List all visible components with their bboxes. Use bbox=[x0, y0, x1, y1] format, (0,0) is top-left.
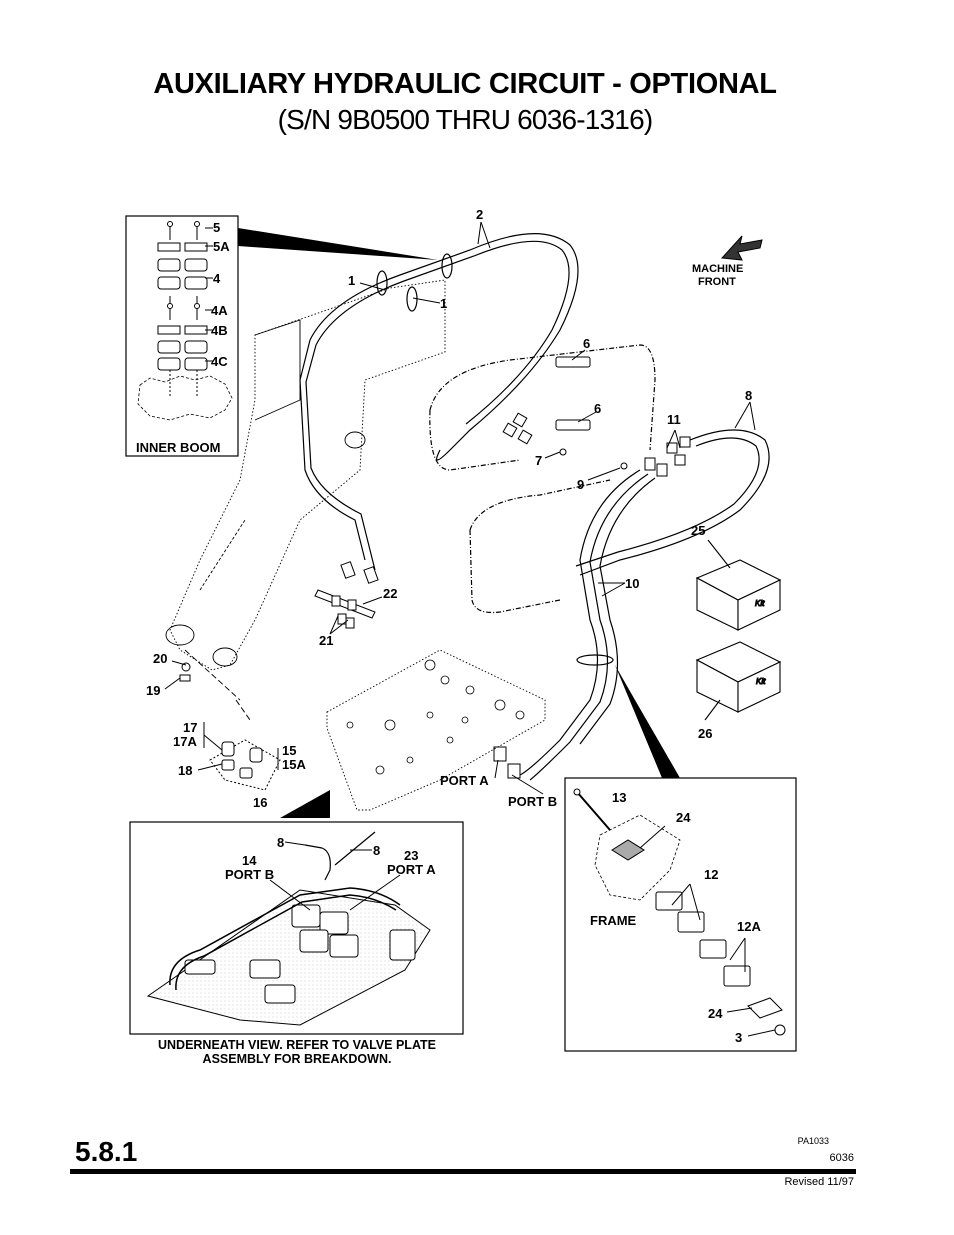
callout-24: 24 bbox=[676, 810, 691, 825]
callout-17a: 17A bbox=[173, 734, 197, 749]
callout-5: 5 bbox=[213, 220, 220, 235]
underneath-view-detail bbox=[129, 821, 464, 1035]
callout-12a: 12A bbox=[737, 919, 761, 934]
callout-6-second: 6 bbox=[594, 401, 601, 416]
page-subtitle: (S/N 9B0500 THRU 6036-1316) bbox=[277, 104, 654, 135]
port-b-detail-label: PORT B bbox=[225, 867, 274, 882]
callout-23: 23 bbox=[404, 848, 418, 863]
hose-8-10 bbox=[429, 344, 770, 781]
machine-front-label: MACHINE bbox=[692, 263, 743, 275]
frame-detail: FRAME bbox=[564, 665, 797, 1052]
figure-reference: PA1033 bbox=[797, 1136, 829, 1146]
hose-fittings bbox=[340, 356, 691, 779]
callout-13: 13 bbox=[612, 790, 626, 805]
callout-1: 1 bbox=[348, 273, 355, 288]
callout-11: 11 bbox=[667, 412, 681, 427]
callout-8: 8 bbox=[745, 388, 752, 403]
callout-26: 26 bbox=[698, 726, 712, 741]
callout-15a: 15A bbox=[282, 757, 306, 772]
page-title: AUXILIARY HYDRAULIC CIRCUIT - OPTIONAL bbox=[153, 68, 777, 100]
callout-4a: 4A bbox=[211, 303, 228, 318]
underneath-view-note: UNDERNEATH VIEW. REFER TO VALVE PLATE AS… bbox=[130, 1038, 464, 1066]
callout-6: 6 bbox=[583, 336, 590, 351]
callout-1-second: 1 bbox=[440, 296, 447, 311]
inner-boom-detail: 5 5A 4 4A 4B 4C INNER BOOM bbox=[125, 215, 438, 457]
kit-label-25: Kit bbox=[755, 599, 765, 608]
port-a-detail-label: PORT A bbox=[387, 862, 436, 877]
callout-20: 20 bbox=[153, 651, 167, 666]
callout-12: 12 bbox=[704, 867, 718, 882]
valve-plate bbox=[280, 649, 546, 818]
port-a-main-label: PORT A bbox=[440, 773, 489, 788]
callout-5a: 5A bbox=[213, 239, 230, 254]
callout-2: 2 bbox=[476, 207, 483, 222]
kit-label-26: Kit bbox=[756, 677, 766, 686]
kit-box-26: Kit bbox=[695, 641, 782, 721]
callout-24-second: 24 bbox=[708, 1006, 723, 1021]
callout-7: 7 bbox=[535, 453, 542, 468]
kit-box-25: Kit bbox=[695, 539, 782, 631]
frame-label: FRAME bbox=[590, 913, 637, 928]
note-line-1: UNDERNEATH VIEW. REFER TO VALVE PLATE bbox=[157, 1038, 437, 1052]
callout-15: 15 bbox=[282, 743, 296, 758]
callout-4: 4 bbox=[213, 271, 221, 286]
machine-front-label-2: FRONT bbox=[698, 276, 736, 288]
callout-22: 22 bbox=[383, 586, 397, 601]
callout-19: 19 bbox=[146, 683, 160, 698]
callout-17: 17 bbox=[183, 720, 197, 735]
note-line-2: ASSEMBLY FOR BREAKDOWN. bbox=[202, 1052, 392, 1066]
callout-10: 10 bbox=[625, 576, 639, 591]
document-number: 6036 bbox=[829, 1152, 854, 1164]
leader-lines bbox=[164, 221, 756, 795]
bulkhead-plate bbox=[314, 589, 376, 629]
callout-8-detail-second: 8 bbox=[373, 843, 380, 858]
callout-9: 9 bbox=[577, 477, 584, 492]
boom-outline bbox=[165, 279, 446, 701]
callout-4c: 4C bbox=[211, 354, 228, 369]
callout-21: 21 bbox=[319, 633, 333, 648]
page-number: 5.8.1 bbox=[75, 1136, 138, 1167]
footer-rule bbox=[70, 1169, 856, 1174]
callout-3: 3 bbox=[735, 1030, 742, 1045]
callout-16: 16 bbox=[253, 795, 267, 810]
machine-front-arrow-icon: MACHINE FRONT bbox=[692, 235, 763, 288]
small-parts-group bbox=[179, 662, 281, 791]
callout-4b: 4B bbox=[211, 323, 228, 338]
inner-boom-label: INNER BOOM bbox=[136, 440, 221, 455]
callout-8-detail: 8 bbox=[277, 835, 284, 850]
hose-2 bbox=[299, 233, 579, 571]
callout-14: 14 bbox=[242, 853, 257, 868]
port-b-main-label: PORT B bbox=[508, 794, 557, 809]
callout-18: 18 bbox=[178, 763, 192, 778]
callout-25: 25 bbox=[691, 523, 705, 538]
revision-date: Revised 11/97 bbox=[784, 1176, 854, 1188]
